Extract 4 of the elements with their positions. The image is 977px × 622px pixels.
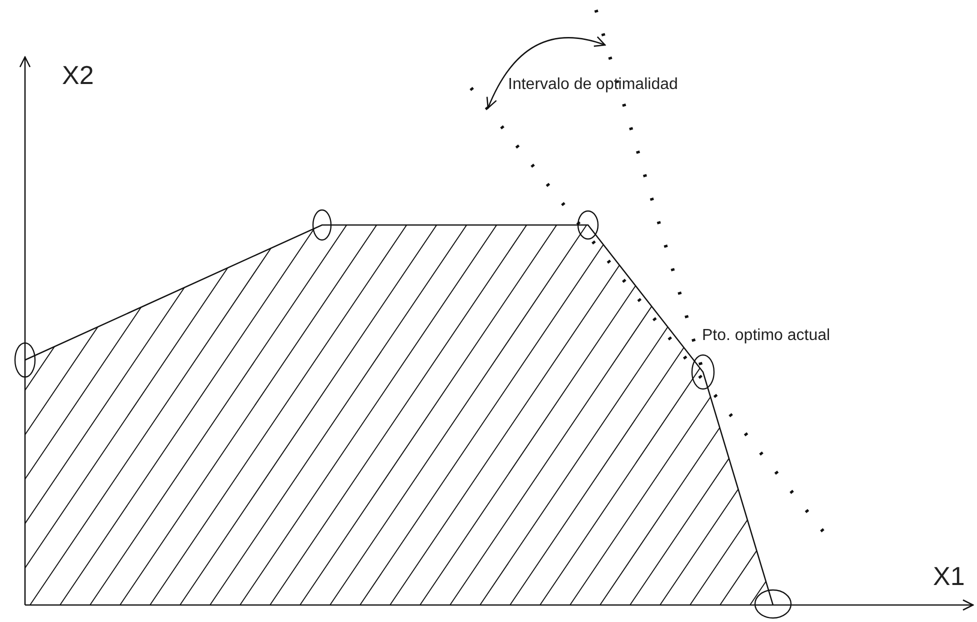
annotation-text: Intervalo de optimalidad [508, 77, 678, 93]
axis-label: X1 [933, 563, 965, 589]
annotation-text: Pto. optimo actual [702, 328, 830, 344]
axis-label: X2 [62, 62, 94, 88]
